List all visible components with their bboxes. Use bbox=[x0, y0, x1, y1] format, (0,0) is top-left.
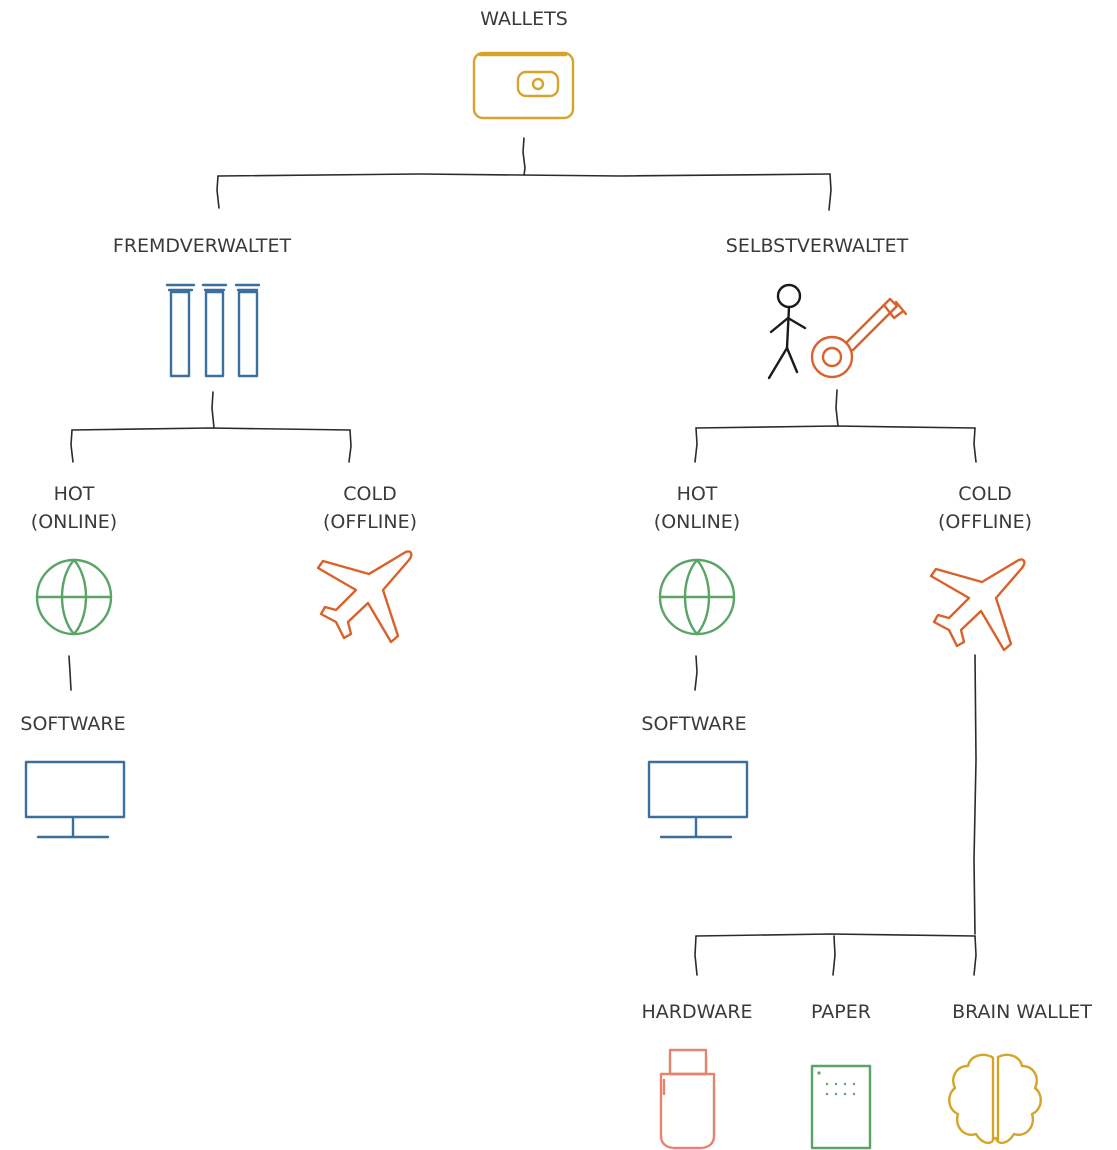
connector-self-hot-software bbox=[694, 655, 698, 691]
node-label: SOFTWARE bbox=[641, 713, 746, 735]
bank-columns-icon bbox=[165, 283, 261, 378]
node-custodial-software: SOFTWARE bbox=[20, 713, 126, 839]
node-label-line1: COLD bbox=[343, 483, 396, 505]
brain-icon bbox=[948, 1053, 1042, 1145]
monitor-icon bbox=[647, 760, 749, 839]
node-fremdverwaltet: FREMDVERWALTET bbox=[113, 235, 292, 378]
connector-custodial-hot-drop bbox=[70, 429, 74, 463]
node-label-line1: HOT bbox=[677, 483, 718, 505]
node-label: SOFTWARE bbox=[20, 713, 125, 735]
node-self-cold: COLD (OFFLINE) bbox=[929, 483, 1032, 652]
node-label: BRAIN WALLET bbox=[952, 1001, 1092, 1023]
node-label: PAPER bbox=[811, 1001, 871, 1023]
paper-sheet-icon bbox=[810, 1064, 872, 1150]
node-self-software: SOFTWARE bbox=[641, 713, 749, 839]
node-label: SELBSTVERWALTET bbox=[726, 235, 909, 257]
connector-self-stem bbox=[835, 389, 839, 427]
node-label-line2: (OFFLINE) bbox=[938, 511, 1032, 533]
airplane-icon bbox=[316, 550, 413, 644]
node-hardware: HARDWARE bbox=[641, 1001, 753, 1150]
connector-self-cold-drop bbox=[973, 427, 977, 463]
node-self-hot: HOT (ONLINE) bbox=[654, 483, 740, 636]
globe-icon bbox=[658, 558, 736, 636]
monitor-icon bbox=[24, 760, 126, 839]
connector-self-hot-drop bbox=[694, 427, 698, 463]
wallet-icon bbox=[472, 51, 575, 120]
person-with-key-icon bbox=[767, 283, 908, 380]
connector-brain-drop bbox=[973, 935, 977, 976]
node-label-line1: COLD bbox=[958, 483, 1011, 505]
node-label: WALLETS bbox=[480, 8, 568, 30]
node-label: HARDWARE bbox=[641, 1001, 752, 1023]
connector-level1-bar bbox=[217, 173, 831, 177]
connector-self-bar bbox=[695, 425, 976, 429]
node-custodial-hot: HOT (ONLINE) bbox=[31, 483, 117, 636]
connector-root-stem bbox=[522, 137, 526, 176]
connector-self-drop bbox=[828, 173, 832, 211]
connector-custodial-hot-software bbox=[68, 655, 72, 691]
node-label: FREMDVERWALTET bbox=[113, 235, 292, 257]
node-label-line2: (ONLINE) bbox=[654, 511, 740, 533]
globe-icon bbox=[35, 558, 113, 636]
node-label-line2: (ONLINE) bbox=[31, 511, 117, 533]
connector-custodial-bar bbox=[71, 427, 351, 431]
usb-stick-icon bbox=[659, 1048, 716, 1150]
node-wallets: WALLETS bbox=[472, 8, 575, 120]
connector-hardware-drop bbox=[694, 935, 698, 976]
connector-bottom-bar bbox=[695, 933, 976, 937]
connector-custodial-cold-drop bbox=[348, 429, 352, 463]
node-label-line1: HOT bbox=[54, 483, 95, 505]
node-paper: PAPER bbox=[810, 1001, 872, 1150]
node-brain-wallet: BRAIN WALLET bbox=[948, 1001, 1092, 1145]
node-label-line2: (OFFLINE) bbox=[323, 511, 417, 533]
connectors bbox=[68, 137, 977, 976]
connector-paper-drop bbox=[832, 935, 836, 976]
airplane-icon bbox=[929, 558, 1026, 652]
connector-custodial-stem bbox=[211, 391, 215, 429]
connector-self-cold-stem bbox=[973, 654, 977, 935]
node-selbstverwaltet: SELBSTVERWALTET bbox=[726, 235, 909, 380]
connector-custodial-drop bbox=[216, 175, 220, 209]
node-custodial-cold: COLD (OFFLINE) bbox=[316, 483, 417, 644]
